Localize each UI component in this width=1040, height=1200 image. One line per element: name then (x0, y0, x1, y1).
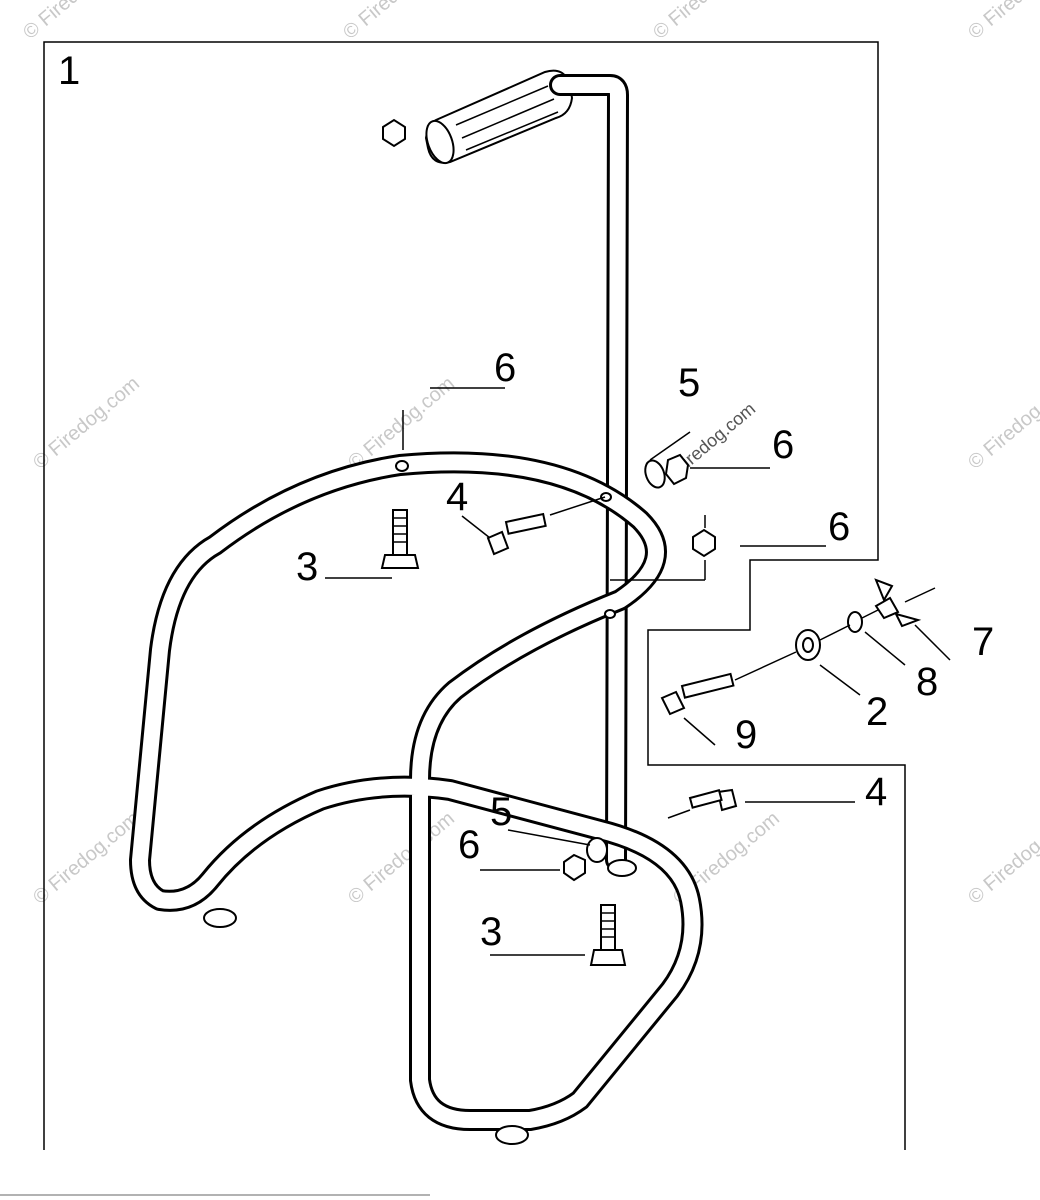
watermark: © Firedog.com (339, 0, 454, 44)
callout-wing-nut-7: 7 (972, 620, 994, 664)
watermark: © Firedog.com (964, 807, 1040, 908)
diagram-frame (0, 41, 906, 1196)
callout-assembly: 1 (58, 49, 80, 93)
callout-nut-6-right: 6 (828, 505, 850, 549)
callout-nut-6-top: 6 (494, 346, 516, 390)
tubular-frame (129, 74, 704, 1145)
watermark: © Firedog.com (29, 807, 144, 908)
hex-bolt-icon (392, 509, 408, 556)
hex-nut-icon (692, 528, 716, 558)
callout-spacer-2: 2 (866, 690, 888, 734)
hex-nut-icon (563, 853, 586, 882)
callout-bolt-4-bottom: 4 (865, 770, 887, 814)
washer-icon (644, 459, 666, 489)
callout-washer-5-top: 5 (678, 361, 700, 405)
washer-icon (586, 837, 608, 863)
callout-nut-6-bottom: 6 (458, 823, 480, 867)
watermark: © Firedog.com (964, 0, 1040, 44)
hex-bolt-icon (660, 690, 686, 716)
callout-bolt-4-top: 4 (446, 475, 468, 519)
hex-bolt-icon (486, 530, 510, 556)
watermark: © Firedog.com (19, 0, 134, 44)
watermark: © Firedog.com (344, 807, 459, 908)
callout-washer-8: 8 (916, 660, 938, 704)
hex-nut-icon (664, 453, 690, 486)
hardware (380, 118, 922, 966)
callout-bolt-3-bottom: 3 (480, 910, 502, 954)
callouts: 1 6 5 6 4 6 3 7 8 2 9 4 5 6 3 (58, 49, 994, 954)
wing-nut-icon (874, 578, 922, 628)
callout-nut-6-mid: 6 (772, 423, 794, 467)
watermark: © Firedog.com (649, 0, 764, 44)
hex-bolt-icon (600, 904, 616, 951)
callout-bolt-9: 9 (735, 713, 757, 757)
hex-bolt-icon (716, 788, 738, 812)
handle-grip (424, 69, 574, 165)
washer-icon (847, 611, 863, 633)
watermark: © Firedog.com (29, 372, 144, 473)
callout-washer-5-bottom: 5 (490, 790, 512, 834)
callout-bolt-3-top: 3 (296, 545, 318, 589)
hex-nut-icon (382, 118, 406, 148)
watermark: © Firedog.com (964, 372, 1040, 473)
leader-lines (325, 387, 951, 956)
